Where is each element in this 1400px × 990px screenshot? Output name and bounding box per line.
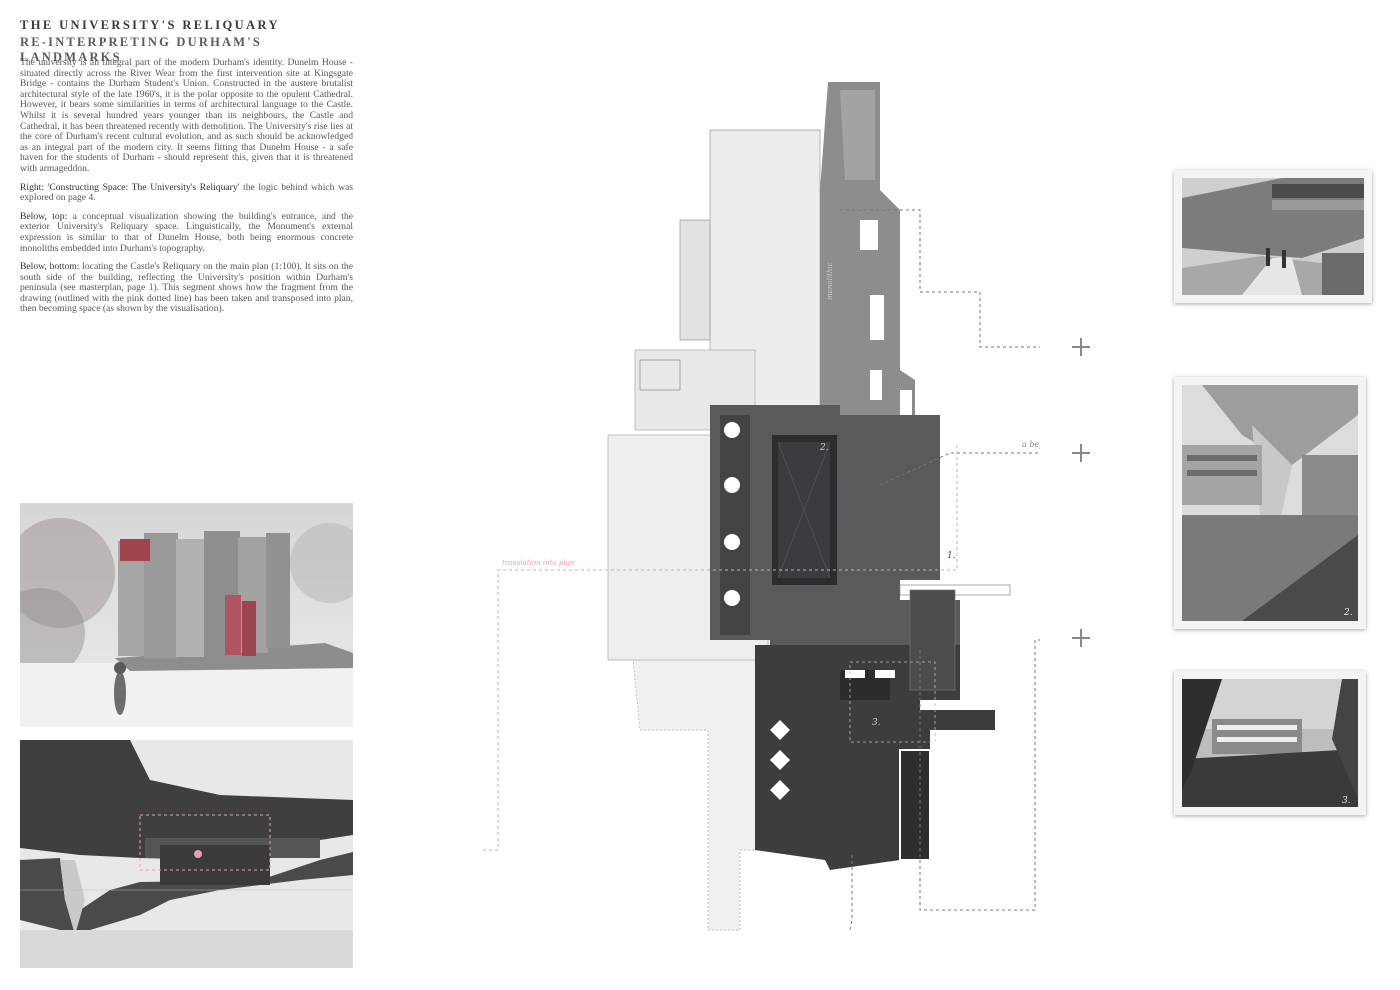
photo-2: 2. (1174, 377, 1366, 629)
plus-marker-2 (1072, 444, 1090, 462)
caption-body: locating the Castle's Reliquary on the m… (20, 261, 353, 315)
main-plan-drawing: 2. 1. 3. a beginning translation into pl… (480, 82, 1040, 931)
plus-marker-1 (1072, 338, 1090, 356)
page-subtitle: RE-INTERPRETING DURHAM'S LANDMARKS (20, 35, 263, 64)
caption-below-top: Below, top: a conceptual visualization s… (20, 210, 353, 254)
caption-lead: Right: 'Constructing Space: The Universi… (20, 181, 240, 193)
plus-marker-3 (1072, 629, 1090, 647)
plan-label-3: 3. (872, 718, 881, 728)
vertical-label: monolithic (826, 262, 834, 300)
caption-lead: Below, bottom: (20, 261, 80, 273)
plan-label-1: 1. (947, 551, 956, 561)
plan-label-2: 2. (819, 443, 829, 453)
caption-lead: Below, top: (20, 210, 68, 222)
translation-label: translation into plan (502, 559, 575, 567)
intro-paragraph: The university is an integral part of th… (20, 57, 353, 174)
visualisation-image (20, 503, 353, 727)
photo-3: 3. (1174, 671, 1366, 815)
caption-body: a conceptual visualization showing the b… (20, 210, 353, 254)
text-block: The university is an integral part of th… (20, 57, 353, 323)
photo-3-number: 3. (1342, 796, 1351, 806)
title-block: THE UNIVERSITY'S RELIQUARY RE-INTERPRETI… (20, 18, 360, 65)
plan-fragment-image (20, 740, 353, 968)
caption-body: the logic behind which was explored on p… (20, 181, 353, 204)
page-title: THE UNIVERSITY'S RELIQUARY (20, 18, 280, 32)
photo-1 (1174, 170, 1372, 303)
a-beginning-label: a beginning (1022, 440, 1040, 449)
caption-right: Right: 'Constructing Space: The Universi… (20, 181, 353, 204)
caption-below-bottom: Below, bottom: locating the Castle's Rel… (20, 261, 353, 315)
photo-2-number: 2. (1343, 608, 1353, 618)
